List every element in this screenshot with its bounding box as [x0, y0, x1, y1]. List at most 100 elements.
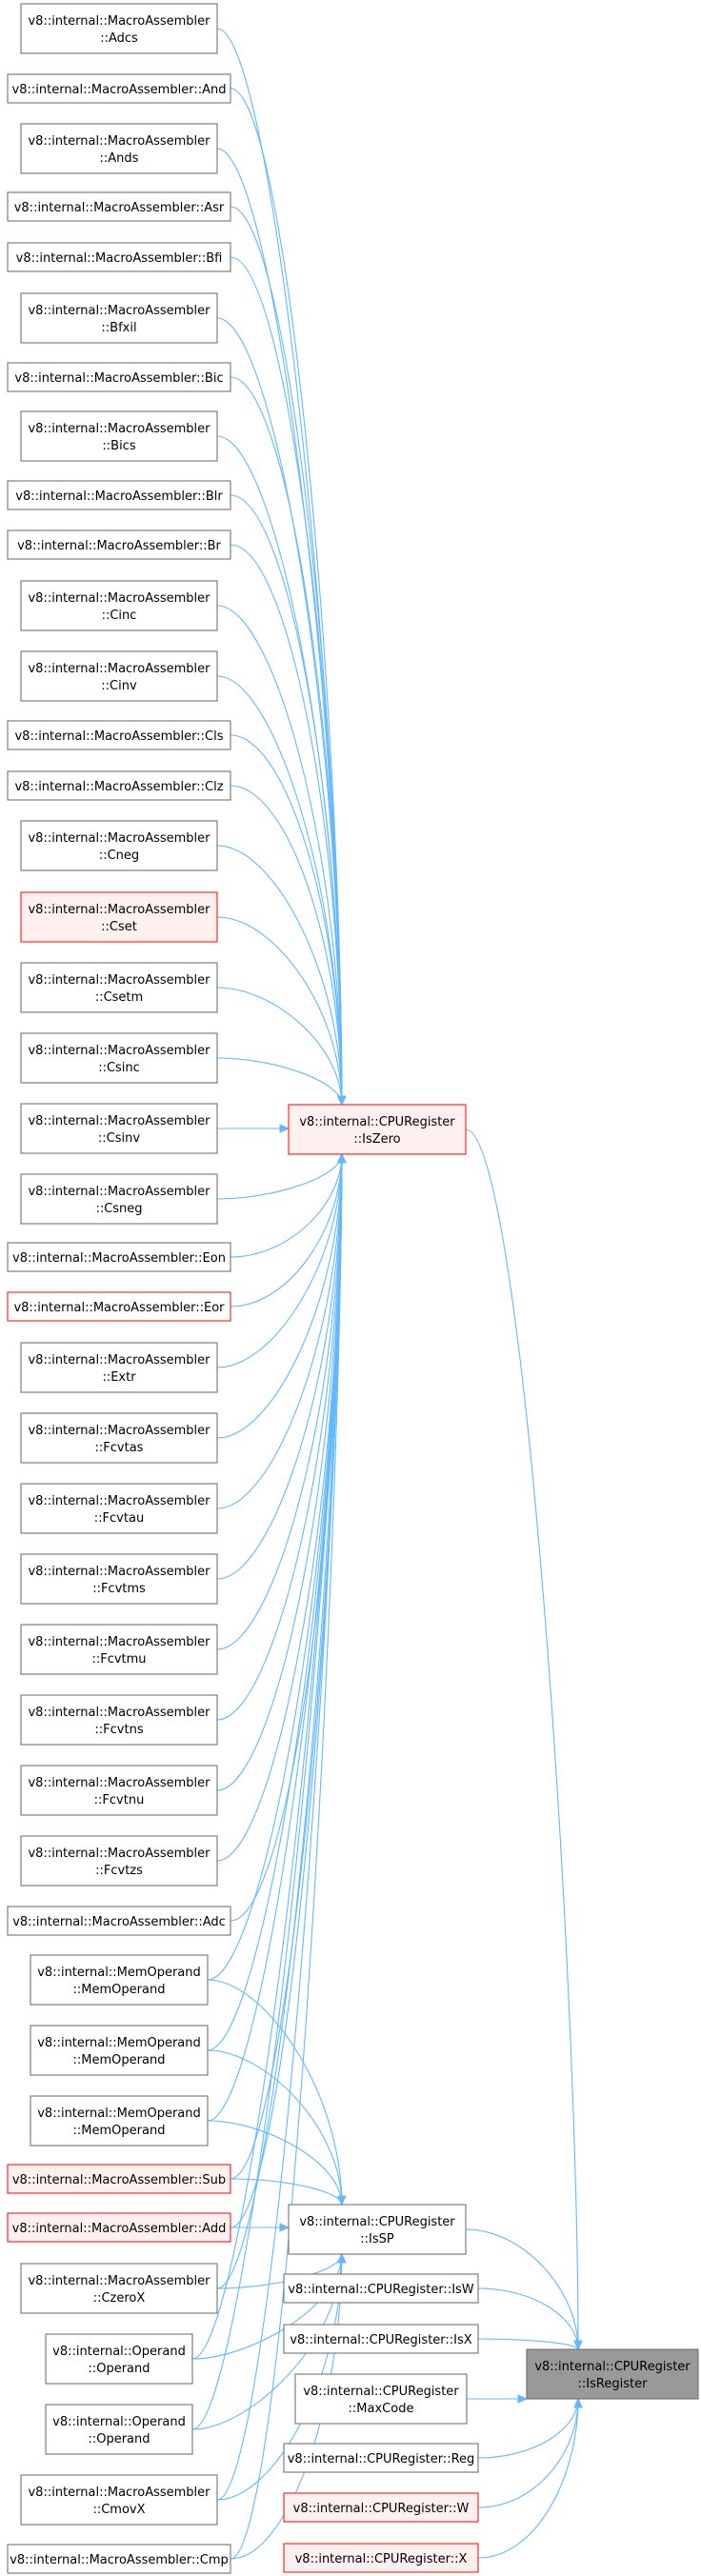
node-n12[interactable]: v8::internal::MacroAssembler::Cls [7, 720, 231, 750]
node-box[interactable] [20, 1032, 218, 1084]
node-iszero[interactable]: v8::internal::CPURegister::IsZero [288, 1104, 467, 1155]
node-n11[interactable]: v8::internal::MacroAssembler::Cinv [20, 650, 218, 702]
node-n23[interactable]: v8::internal::MacroAssembler::Fcvtas [20, 1412, 218, 1464]
node-box[interactable] [20, 292, 218, 344]
node-issp[interactable]: v8::internal::CPURegister::IsSP [288, 2204, 467, 2255]
node-n38[interactable]: v8::internal::Operand::Operand [45, 2404, 193, 2455]
node-n34[interactable]: v8::internal::MacroAssembler::Sub [7, 2164, 231, 2194]
node-box[interactable] [7, 242, 231, 272]
node-n14[interactable]: v8::internal::MacroAssembler::Cneg [20, 820, 218, 871]
node-box[interactable] [20, 1553, 218, 1605]
node-n37[interactable]: v8::internal::Operand::Operand [45, 2333, 193, 2385]
node-box[interactable] [20, 1483, 218, 1534]
node-box[interactable] [7, 73, 231, 104]
node-box[interactable] [20, 1765, 218, 1816]
node-n19[interactable]: v8::internal::MacroAssembler::Csneg [20, 1173, 218, 1225]
node-n6[interactable]: v8::internal::MacroAssembler::Bic [7, 362, 231, 392]
node-box[interactable] [7, 529, 231, 560]
node-n33[interactable]: v8::internal::MemOperand::MemOperand [30, 2095, 209, 2147]
node-box[interactable] [283, 2543, 479, 2573]
node-box[interactable] [20, 891, 218, 943]
node-box[interactable] [288, 1104, 467, 1155]
node-n40[interactable]: v8::internal::MacroAssembler::Cmp [7, 2544, 231, 2574]
node-box[interactable] [20, 123, 218, 174]
node-n18[interactable]: v8::internal::MacroAssembler::Csinv [20, 1103, 218, 1154]
node-box[interactable] [45, 2404, 193, 2455]
node-n22[interactable]: v8::internal::MacroAssembler::Extr [20, 1342, 218, 1393]
node-box[interactable] [20, 580, 218, 631]
node-box[interactable] [283, 2492, 479, 2523]
node-n31[interactable]: v8::internal::MemOperand::MemOperand [30, 1954, 209, 2006]
node-x[interactable]: v8::internal::CPURegister::X [283, 2543, 479, 2573]
node-n0[interactable]: v8::internal::MacroAssembler::Adcs [20, 3, 218, 54]
node-n25[interactable]: v8::internal::MacroAssembler::Fcvtms [20, 1553, 218, 1605]
node-n20[interactable]: v8::internal::MacroAssembler::Eon [7, 1242, 231, 1272]
node-box[interactable] [30, 2025, 209, 2076]
node-box[interactable] [20, 1103, 218, 1154]
node-box[interactable] [20, 3, 218, 54]
node-box[interactable] [30, 1954, 209, 2006]
node-box[interactable] [20, 820, 218, 871]
node-n36[interactable]: v8::internal::MacroAssembler::CzeroX [20, 2263, 218, 2314]
node-n5[interactable]: v8::internal::MacroAssembler::Bfxil [20, 292, 218, 344]
node-n3[interactable]: v8::internal::MacroAssembler::Asr [7, 191, 231, 222]
node-box[interactable] [7, 2544, 231, 2574]
node-n35[interactable]: v8::internal::MacroAssembler::Add [7, 2212, 231, 2243]
node-n28[interactable]: v8::internal::MacroAssembler::Fcvtnu [20, 1765, 218, 1816]
node-box[interactable] [20, 1835, 218, 1887]
node-n15[interactable]: v8::internal::MacroAssembler::Cset [20, 891, 218, 943]
node-box[interactable] [20, 2474, 218, 2526]
node-box[interactable] [283, 2273, 479, 2304]
node-n29[interactable]: v8::internal::MacroAssembler::Fcvtzs [20, 1835, 218, 1887]
node-box[interactable] [7, 1906, 231, 1936]
node-box[interactable] [20, 650, 218, 702]
node-reg[interactable]: v8::internal::CPURegister::Reg [283, 2443, 479, 2473]
node-box[interactable] [7, 362, 231, 392]
node-box[interactable] [283, 2443, 479, 2473]
node-box[interactable] [7, 720, 231, 750]
node-box[interactable] [7, 2212, 231, 2243]
node-n8[interactable]: v8::internal::MacroAssembler::Blr [7, 480, 231, 510]
node-box[interactable] [7, 770, 231, 801]
node-maxcode[interactable]: v8::internal::CPURegister::MaxCode [294, 2373, 468, 2425]
node-n16[interactable]: v8::internal::MacroAssembler::Csetm [20, 962, 218, 1013]
node-n26[interactable]: v8::internal::MacroAssembler::Fcvtmu [20, 1624, 218, 1675]
node-box[interactable] [283, 2324, 479, 2354]
node-n10[interactable]: v8::internal::MacroAssembler::Cinc [20, 580, 218, 631]
node-n21[interactable]: v8::internal::MacroAssembler::Eor [7, 1291, 231, 1322]
node-box[interactable] [30, 2095, 209, 2147]
node-n4[interactable]: v8::internal::MacroAssembler::Bfi [7, 242, 231, 272]
node-w[interactable]: v8::internal::CPURegister::W [283, 2492, 479, 2523]
node-isx[interactable]: v8::internal::CPURegister::IsX [283, 2324, 479, 2354]
node-n9[interactable]: v8::internal::MacroAssembler::Br [7, 529, 231, 560]
node-box[interactable] [20, 1624, 218, 1675]
node-box[interactable] [7, 191, 231, 222]
node-n17[interactable]: v8::internal::MacroAssembler::Csinc [20, 1032, 218, 1084]
node-box[interactable] [20, 962, 218, 1013]
node-box[interactable] [20, 1412, 218, 1464]
node-box[interactable] [20, 1173, 218, 1225]
node-n30[interactable]: v8::internal::MacroAssembler::Adc [7, 1906, 231, 1936]
node-box[interactable] [288, 2204, 467, 2255]
node-n24[interactable]: v8::internal::MacroAssembler::Fcvtau [20, 1483, 218, 1534]
node-isregister[interactable]: v8::internal::CPURegister::IsRegister [526, 2348, 699, 2400]
node-box[interactable] [526, 2348, 699, 2400]
node-box[interactable] [294, 2373, 468, 2425]
node-box[interactable] [20, 1342, 218, 1393]
node-box[interactable] [7, 1242, 231, 1272]
node-n2[interactable]: v8::internal::MacroAssembler::Ands [20, 123, 218, 174]
node-n1[interactable]: v8::internal::MacroAssembler::And [7, 73, 231, 104]
node-n7[interactable]: v8::internal::MacroAssembler::Bics [20, 410, 218, 462]
node-box[interactable] [7, 2164, 231, 2194]
node-box[interactable] [45, 2333, 193, 2385]
node-isw[interactable]: v8::internal::CPURegister::IsW [283, 2273, 479, 2304]
node-box[interactable] [20, 2263, 218, 2314]
node-n32[interactable]: v8::internal::MemOperand::MemOperand [30, 2025, 209, 2076]
node-n13[interactable]: v8::internal::MacroAssembler::Clz [7, 770, 231, 801]
node-box[interactable] [7, 1291, 231, 1322]
node-box[interactable] [20, 410, 218, 462]
node-box[interactable] [20, 1694, 218, 1746]
node-n39[interactable]: v8::internal::MacroAssembler::CmovX [20, 2474, 218, 2526]
node-n27[interactable]: v8::internal::MacroAssembler::Fcvtns [20, 1694, 218, 1746]
node-box[interactable] [7, 480, 231, 510]
